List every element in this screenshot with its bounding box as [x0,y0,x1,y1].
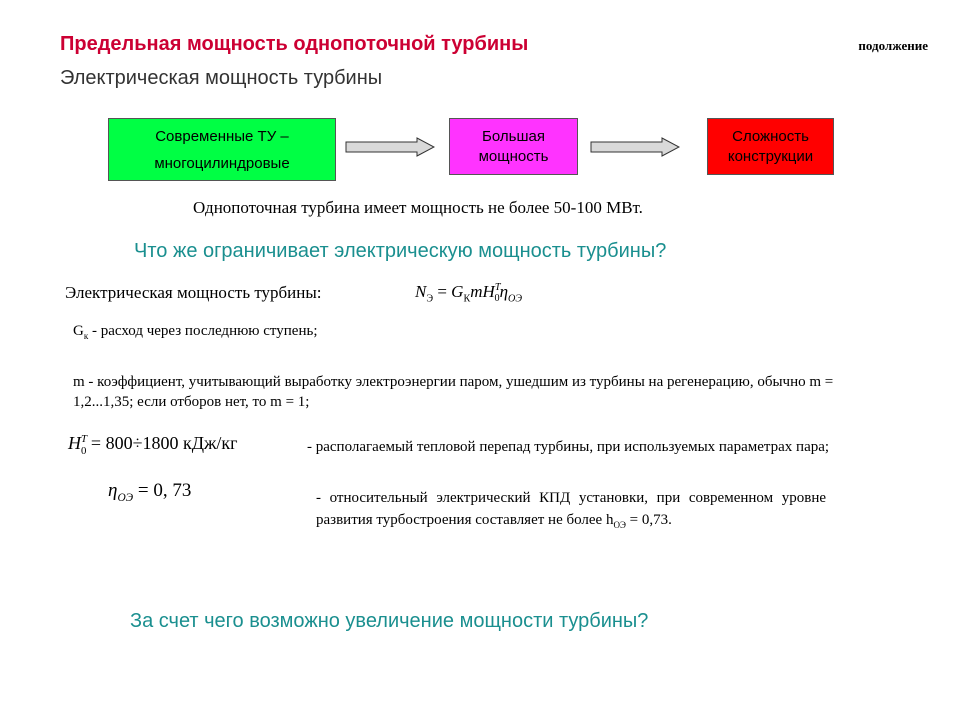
formula-g-sub: К [463,293,471,305]
flow-box-modern-turbines: Современные ТУ – многоцилиндровые [108,118,336,181]
formula-h-sup: T [494,282,501,294]
eta-description: - относительный электрический КПД устано… [316,487,826,536]
eta-value: = 0, 73 [133,480,192,501]
formula-mh: mH [470,282,495,301]
flow-box-complexity: Сложность конструкции [707,118,834,175]
g-symbol: G [73,323,84,339]
flow-box-power-line1: Большая [482,127,545,145]
continuation-label: подолжение [858,38,928,53]
eta-symbol: η [108,480,118,501]
flow-box-modern-line1: Современные ТУ – [155,127,289,145]
flow-box-complexity-line2: конструкции [727,147,814,165]
h0-symbol: H [68,433,81,453]
flow-box-complexity-line1: Сложность [732,127,809,145]
question-limit: Что же ограничивает электрическую мощнос… [134,240,667,262]
electric-power-label: Электрическая мощность турбины: [65,283,322,302]
formula-g: G [451,282,464,301]
formula-eq: = [437,282,447,301]
slide-title: Предельная мощность однопоточной турбины [60,33,529,55]
formula-h-sub: 0 [494,293,500,305]
electric-power-formula: NЭ = GКmHT0ηОЭ [415,282,522,304]
eta-desc-tail: = 0,73. [625,512,672,528]
eta-desc-text: - относительный электрический КПД устано… [316,490,826,528]
eta-sub: ОЭ [117,491,134,504]
h0-description: - располагаемый тепловой перепад турбины… [307,439,830,455]
flow-box-high-power: Большая мощность [449,118,578,175]
h0-sup: T [81,433,88,445]
flow-box-modern-line2: многоцилиндровые [154,154,290,172]
g-text: - расход через последнюю ступень; [88,323,318,339]
flow-box-power-line2: мощность [478,147,549,165]
flow-arrow-right-icon [590,137,680,157]
g-sub: к [83,331,89,341]
h0-value: = 800÷1800 кДж/кг [86,433,238,453]
slide-subtitle: Электрическая мощность турбины [60,67,383,89]
h0-formula: HT0 = 800÷1800 кДж/кг [68,433,238,457]
eta-desc-sub: ОЭ [613,520,626,530]
formula-n-sub: Э [426,293,434,305]
flow-arrow-right-icon [345,137,435,157]
formula-n: N [415,282,427,301]
question-increase: За счет чего возможно увеличение мощност… [130,610,649,632]
g-definition: Gк - расход через последнюю ступень; [73,323,318,341]
m-definition: m - коэффициент, учитывающий выработку э… [73,374,834,410]
eta-formula: ηОЭ = 0, 73 [108,480,191,504]
formula-eta: η [499,282,509,301]
h0-sub: 0 [81,444,87,457]
single-flow-note: Однопоточная турбина имеет мощность не б… [193,198,643,217]
formula-eta-sub: ОЭ [508,293,523,305]
